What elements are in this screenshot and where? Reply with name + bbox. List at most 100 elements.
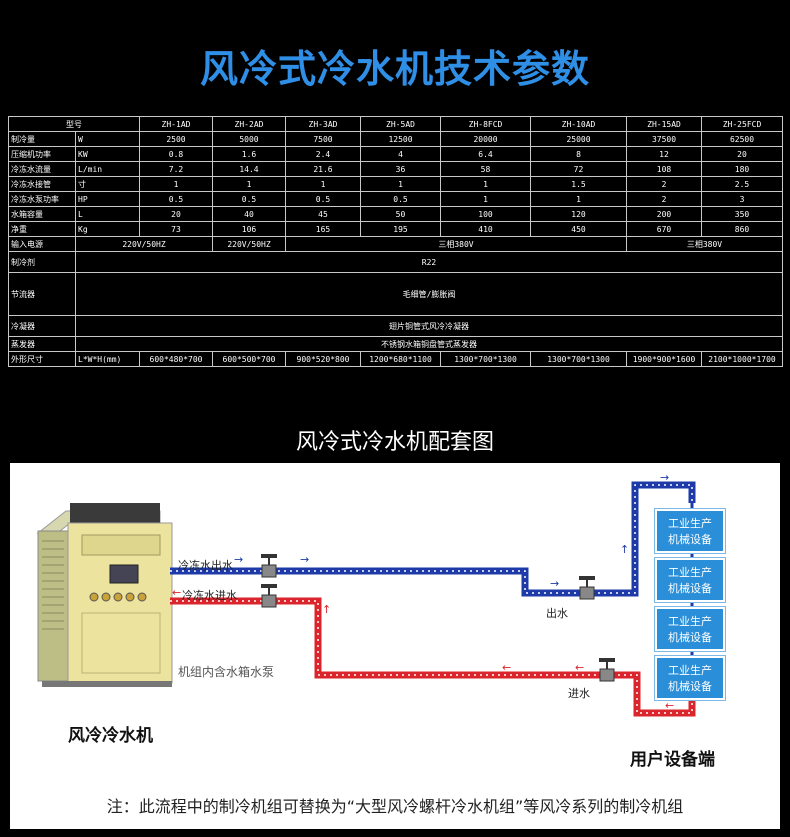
table-cell: 900*520*800 (285, 351, 361, 367)
outlet-label: 冷冻水出水 (178, 559, 233, 572)
table-cell: 0.5 (285, 191, 361, 207)
table-cell: 1 (212, 176, 286, 192)
table-cell: 450 (530, 221, 627, 237)
table-cell: 220V/50HZ (212, 236, 286, 252)
in-label: 进水 (568, 687, 590, 700)
header-cell: ZH-2AD (212, 116, 286, 132)
table-cell: 72 (530, 161, 627, 177)
table-cell: 21.6 (285, 161, 361, 177)
diagram-title: 风冷式冷水机配套图 (295, 430, 494, 455)
table-cell: 1.6 (212, 146, 286, 162)
unit-cell: L*W*H(mm) (75, 351, 140, 367)
table-cell: 25000 (530, 131, 627, 147)
table-cell: 670 (626, 221, 702, 237)
equipment-label: 机械设备 (668, 631, 712, 644)
footnote: 注：此流程中的制冷机组可替换为“大型风冷螺杆冷水机组”等风冷系列的制冷机组 (106, 797, 684, 816)
table-cell: 6.4 (440, 146, 531, 162)
inlet-label: 冷冻水进水 (182, 589, 237, 602)
table-cell: 36 (360, 161, 441, 177)
table-cell: 1 (139, 176, 213, 192)
table-cell: 三相380V (285, 236, 627, 252)
user-equipment-label: 用户设备端 (630, 750, 715, 770)
row-label: 水箱容量 (8, 206, 76, 222)
row-label: 制冷剂 (8, 251, 76, 273)
row-label: 净重 (8, 221, 76, 237)
table-row-condenser: 冷凝器 翅片铜管式风冷冷凝器 (8, 315, 783, 337)
unit-cell: HP (75, 191, 140, 207)
header-cell: 型号 (8, 116, 140, 132)
flow-arrow-icon: ← (502, 661, 511, 674)
table-cell: 1 (360, 176, 441, 192)
table-cell: 2100*1000*1700 (701, 351, 783, 367)
table-cell: 0.8 (139, 146, 213, 162)
unit-cell: L (75, 206, 140, 222)
valve-icon (261, 554, 277, 578)
table-cell: 0.5 (360, 191, 441, 207)
valve-icon (261, 584, 277, 608)
table-cell: 1 (530, 191, 627, 207)
equipment-label: 机械设备 (668, 680, 712, 693)
row-label: 制冷量 (8, 131, 76, 147)
table-cell: 58 (440, 161, 531, 177)
spec-table: 型号 ZH-1AD ZH-2AD ZH-3AD ZH-5AD ZH-8FCD Z… (8, 116, 783, 367)
unit-cell: 寸 (75, 176, 140, 192)
chiller-label: 风冷冷水机 (68, 726, 153, 746)
table-row-dimensions: 外形尺寸 L*W*H(mm) 600*480*700 600*500*700 9… (8, 351, 783, 367)
flow-arrow-icon: ← (665, 699, 674, 712)
table-cell: 20 (139, 206, 213, 222)
row-label: 节流器 (8, 272, 76, 316)
equipment-box: 工业生产 机械设备 (654, 557, 726, 603)
table-cell: 165 (285, 221, 361, 237)
row-label: 冷冻水流量 (8, 161, 76, 177)
table-cell: 1300*700*1300 (440, 351, 531, 367)
out-label: 出水 (546, 607, 568, 620)
table-cell: 1300*700*1300 (530, 351, 627, 367)
table-cell: 3 (701, 191, 783, 207)
table-cell: 2.5 (701, 176, 783, 192)
table-cell: 7500 (285, 131, 361, 147)
flow-arrow-icon: ← (172, 586, 181, 599)
table-header-row: 型号 ZH-1AD ZH-2AD ZH-3AD ZH-5AD ZH-8FCD Z… (8, 116, 783, 132)
row-label: 冷冻水泵功率 (8, 191, 76, 207)
table-cell: 600*500*700 (212, 351, 286, 367)
flow-arrow-icon: ← (575, 661, 584, 674)
equipment-label: 工业生产 (668, 517, 712, 530)
table-cell: 350 (701, 206, 783, 222)
header-cell: ZH-8FCD (440, 116, 531, 132)
table-cell: 220V/50HZ (75, 236, 213, 252)
table-cell: 翅片铜管式风冷冷凝器 (75, 315, 783, 337)
row-label: 外形尺寸 (8, 351, 76, 367)
equipment-label: 工业生产 (668, 615, 712, 628)
table-cell: 2 (626, 191, 702, 207)
table-cell: 106 (212, 221, 286, 237)
table-cell: 8 (530, 146, 627, 162)
table-cell: 37500 (626, 131, 702, 147)
table-cell: 45 (285, 206, 361, 222)
flow-arrow-icon: → (660, 471, 669, 484)
table-row-evaporator: 蒸发器 不锈钢水箱铜盘管式蒸发器 (8, 336, 783, 352)
unit-cell: Kg (75, 221, 140, 237)
row-label: 压缩机功率 (8, 146, 76, 162)
table-cell: 860 (701, 221, 783, 237)
table-cell: 195 (360, 221, 441, 237)
row-label: 冷冻水接管 (8, 176, 76, 192)
equipment-label: 工业生产 (668, 664, 712, 677)
equipment-label: 机械设备 (668, 582, 712, 595)
table-cell: 20 (701, 146, 783, 162)
table-cell: 20000 (440, 131, 531, 147)
equipment-box: 工业生产 机械设备 (654, 606, 726, 652)
tank-label: 机组内含水箱水泵 (178, 665, 275, 679)
unit-cell: KW (75, 146, 140, 162)
row-label: 冷凝器 (8, 315, 76, 337)
table-cell: 1200*680*1100 (360, 351, 441, 367)
header-cell: ZH-10AD (530, 116, 627, 132)
flow-arrow-icon: → (234, 553, 243, 566)
table-cell: 180 (701, 161, 783, 177)
equipment-box: 工业生产 机械设备 (654, 655, 726, 701)
